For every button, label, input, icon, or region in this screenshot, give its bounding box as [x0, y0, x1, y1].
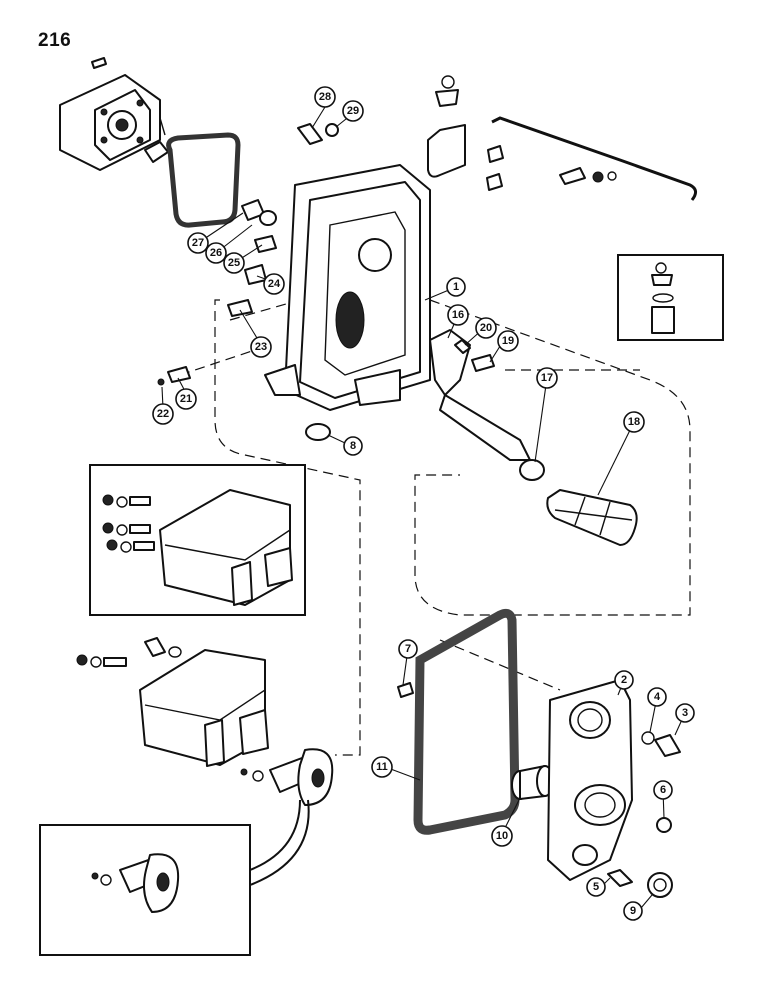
svg-text:7: 7 — [405, 643, 411, 655]
callout-6: 6 — [653, 780, 673, 800]
callout-26: 26 — [205, 242, 227, 264]
callout-2: 2 — [614, 670, 634, 690]
svg-text:11: 11 — [376, 761, 388, 773]
svg-text:24: 24 — [268, 278, 281, 290]
dashed-guide — [439, 639, 561, 691]
svg-text:23: 23 — [255, 341, 267, 353]
callout-9: 9 — [623, 901, 643, 921]
svg-text:22: 22 — [157, 408, 169, 420]
callout-4: 4 — [647, 687, 667, 707]
svg-text:2: 2 — [621, 674, 627, 686]
callout-24: 24 — [263, 273, 285, 295]
svg-text:25: 25 — [228, 257, 240, 269]
assembly-boundary-upper — [214, 299, 361, 756]
svg-text:16: 16 — [452, 309, 464, 321]
callout-20: 20 — [475, 317, 497, 339]
callout-18: 18 — [623, 411, 645, 433]
cover-plate — [547, 679, 633, 881]
callout-28: 28 — [314, 86, 336, 108]
callout-25: 25 — [223, 252, 245, 274]
callout-19: 19 — [497, 330, 519, 352]
callout-27: 27 — [187, 232, 209, 254]
svg-text:26: 26 — [210, 247, 222, 259]
svg-text:5: 5 — [593, 881, 599, 893]
callout-10: 10 — [491, 825, 513, 847]
plug-fittings — [157, 199, 331, 441]
svg-text:4: 4 — [654, 691, 661, 703]
svg-text:29: 29 — [347, 105, 359, 117]
svg-text:19: 19 — [502, 335, 514, 347]
callout-29: 29 — [342, 100, 364, 122]
callout-8: 8 — [343, 436, 363, 456]
cover-fasteners — [397, 682, 681, 898]
pump-gasket — [166, 132, 241, 228]
breather-tube-assembly — [427, 75, 697, 201]
svg-text:10: 10 — [496, 830, 508, 842]
callout-21: 21 — [175, 388, 197, 410]
svg-text:27: 27 — [192, 237, 204, 249]
pto-shield — [76, 637, 269, 767]
callout-16: 16 — [447, 304, 469, 326]
callout-17: 17 — [536, 367, 558, 389]
shield-detail-inset — [89, 464, 306, 616]
svg-text:1: 1 — [453, 281, 459, 293]
cover-gasket — [413, 608, 520, 835]
breather-detail-inset — [617, 254, 724, 341]
main-housing — [264, 164, 431, 411]
callout-22: 22 — [152, 403, 174, 425]
callout-3: 3 — [675, 703, 695, 723]
dashed-guide — [229, 299, 301, 321]
assembly-boundary-right — [414, 299, 691, 616]
svg-text:18: 18 — [628, 416, 640, 428]
callout-5: 5 — [586, 877, 606, 897]
callout-11: 11 — [371, 756, 393, 778]
pin-detail-inset — [39, 799, 310, 956]
svg-text:6: 6 — [660, 784, 666, 796]
svg-text:20: 20 — [480, 322, 492, 334]
svg-text:28: 28 — [319, 91, 331, 103]
page-number: 216 — [38, 30, 72, 51]
svg-text:21: 21 — [180, 393, 192, 405]
svg-text:8: 8 — [350, 440, 356, 452]
callout-7: 7 — [398, 639, 418, 659]
clamp-and-grip — [519, 459, 638, 546]
callout-23: 23 — [250, 336, 272, 358]
shield-pin — [240, 748, 334, 806]
shift-lever — [429, 329, 531, 461]
svg-text:17: 17 — [541, 372, 553, 384]
bearing-cup — [511, 765, 554, 800]
bolt-and-washer-top — [297, 123, 339, 145]
svg-text:3: 3 — [682, 707, 688, 719]
svg-text:9: 9 — [630, 905, 636, 917]
callout-1: 1 — [446, 277, 466, 297]
pump-cover-assembly — [59, 57, 169, 171]
